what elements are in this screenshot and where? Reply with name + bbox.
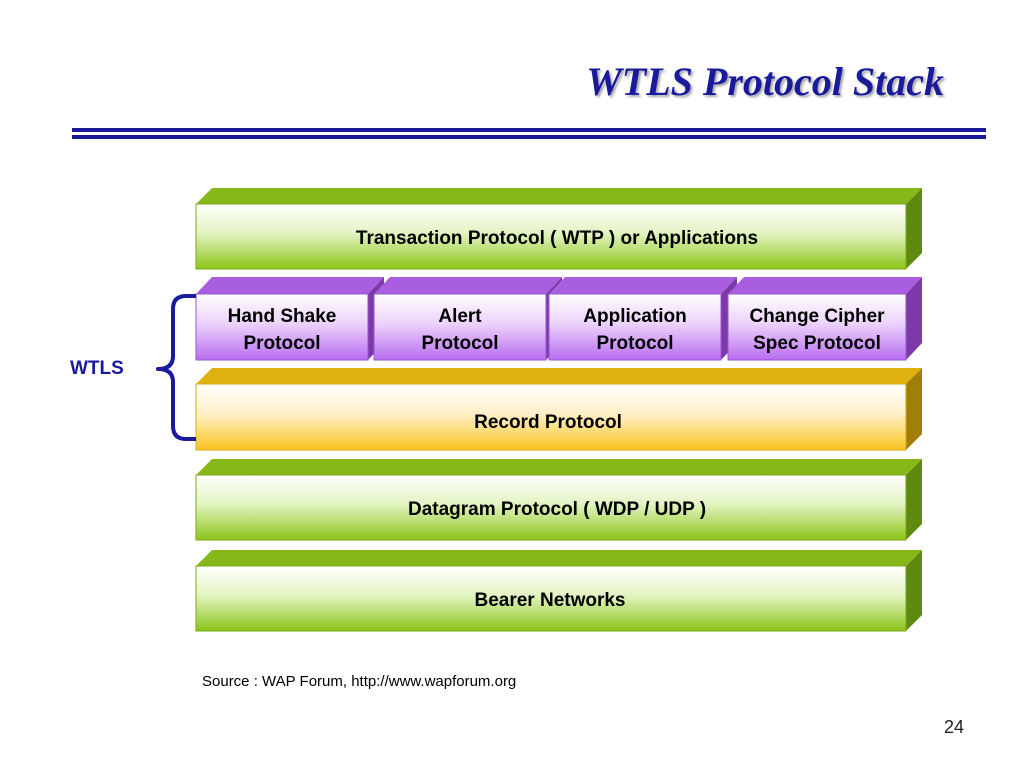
bearer-networks-label: Bearer Networks (474, 590, 625, 611)
wtls-bracket (156, 294, 196, 441)
application-protocol-line1: Application (583, 306, 686, 327)
alert-protocol-box: Alert Protocol (373, 277, 562, 361)
slide-title: WTLS Protocol Stack (586, 59, 944, 104)
application-protocol-box: Application Protocol (548, 277, 737, 361)
title-rule-bottom (72, 135, 986, 139)
source-citation: Source : WAP Forum, http://www.wapforum.… (202, 673, 517, 690)
alert-protocol-line2: Protocol (421, 333, 498, 354)
handshake-protocol-line1: Hand Shake (228, 306, 337, 327)
handshake-protocol-line2: Protocol (243, 333, 320, 354)
title-rule-top (72, 128, 986, 132)
bearer-networks-layer: Bearer Networks (195, 550, 922, 632)
change-cipher-spec-box: Change Cipher Spec Protocol (727, 277, 922, 361)
application-protocol-line2: Protocol (596, 333, 673, 354)
alert-protocol-line1: Alert (438, 306, 482, 327)
change-cipher-spec-line2: Spec Protocol (753, 333, 881, 354)
transaction-layer-label: Transaction Protocol ( WTP ) or Applicat… (356, 228, 758, 249)
page-number: 24 (943, 717, 964, 737)
datagram-protocol-label: Datagram Protocol ( WDP / UDP ) (408, 499, 706, 520)
transaction-layer: Transaction Protocol ( WTP ) or Applicat… (195, 188, 922, 270)
handshake-protocol-box: Hand Shake Protocol (195, 277, 384, 361)
change-cipher-spec-line1: Change Cipher (749, 306, 885, 327)
record-protocol-label: Record Protocol (474, 412, 622, 433)
wtls-label: WTLS (70, 358, 124, 379)
record-protocol-layer: Record Protocol (195, 368, 922, 451)
datagram-protocol-layer: Datagram Protocol ( WDP / UDP ) (195, 459, 922, 541)
